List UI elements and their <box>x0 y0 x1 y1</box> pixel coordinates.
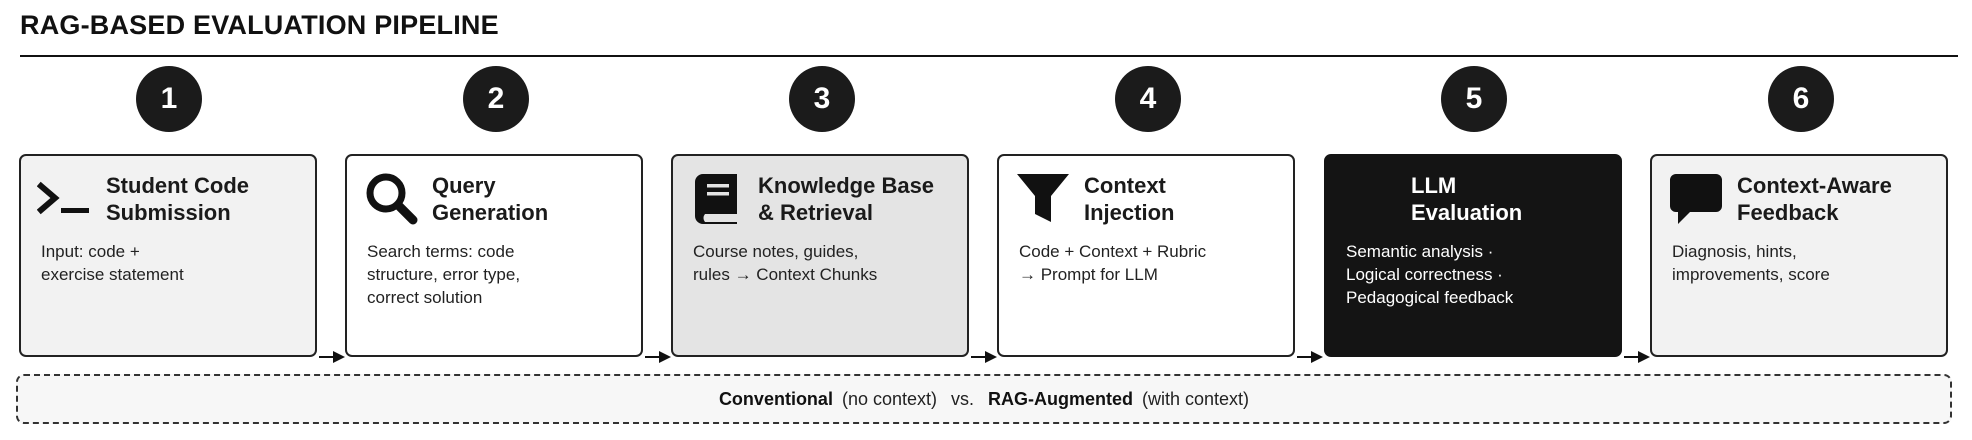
terminal-prompt-icon <box>37 170 93 226</box>
step-1-title: Student Code Submission <box>106 173 249 225</box>
step-3-card: Knowledge Base & Retrieval Course notes,… <box>671 154 969 357</box>
step-5-card: LLM Evaluation Semantic analysis · Logic… <box>1324 154 1622 357</box>
arrow-1-to-2 <box>319 350 345 364</box>
step-2-title: Query Generation <box>432 173 549 225</box>
step-2-number: 2 <box>463 66 529 132</box>
step-5-number: 5 <box>1441 66 1507 132</box>
arrow-3-to-4 <box>971 350 997 364</box>
rag-augmented-note: (with context) <box>1142 388 1250 409</box>
rag-augmented-label: RAG-Augmented <box>988 388 1134 409</box>
conventional-label: Conventional <box>718 388 833 409</box>
step-6-title: Context-Aware Feedback <box>1737 173 1892 225</box>
funnel-icon <box>1015 170 1071 226</box>
step-6-description: Diagnosis, hints, improvements, score <box>1672 242 1830 284</box>
step-3-title: Knowledge Base & Retrieval <box>758 173 935 225</box>
step-1-number: 1 <box>136 66 202 132</box>
step-1-description: Input: code + exercise statement <box>41 242 184 284</box>
book-icon <box>689 170 745 226</box>
versus-label: vs. <box>951 388 975 409</box>
comparison-strip: Conventional (no context) vs. RAG-Augmen… <box>16 374 1952 424</box>
step-6-card: Context-Aware Feedback Diagnosis, hints,… <box>1650 154 1948 357</box>
conventional-note: (no context) <box>841 388 937 409</box>
step-3-number: 3 <box>789 66 855 132</box>
step-4-title: Context Injection <box>1084 173 1175 225</box>
step-1-card: Student Code Submission Input: code + ex… <box>19 154 317 357</box>
step-5-description: Semantic analysis · Logical correctness … <box>1346 242 1514 307</box>
step-2-card: Query Generation Search terms: code stru… <box>345 154 643 357</box>
step-5-title: LLM Evaluation <box>1411 173 1523 225</box>
page-title: RAG-BASED EVALUATION PIPELINE <box>20 10 499 40</box>
step-2-description: Search terms: code structure, error type… <box>367 242 521 307</box>
step-3-description: Course notes, guides, rules → Context Ch… <box>693 242 878 284</box>
title-divider <box>20 55 1958 57</box>
arrow-5-to-6 <box>1624 350 1650 364</box>
magnifier-icon <box>363 170 419 226</box>
step-4-number: 4 <box>1115 66 1181 132</box>
step-6-number: 6 <box>1768 66 1834 132</box>
step-4-description: Code + Context + Rubric → Prompt for LLM <box>1019 242 1207 284</box>
arrow-4-to-5 <box>1297 350 1323 364</box>
step-4-card: Context Injection Code + Context + Rubri… <box>997 154 1295 357</box>
speech-bubble-icon <box>1668 170 1724 226</box>
arrow-2-to-3 <box>645 350 671 364</box>
